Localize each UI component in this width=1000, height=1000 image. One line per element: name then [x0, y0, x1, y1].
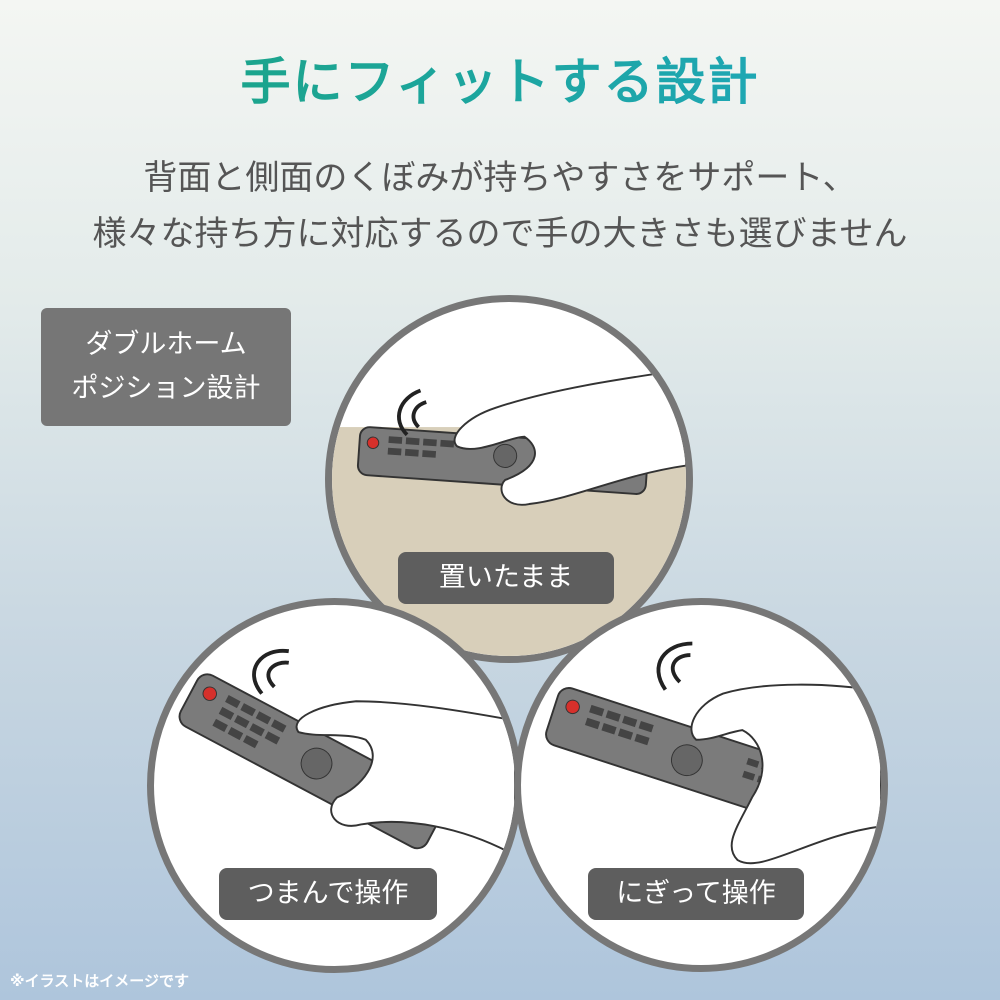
remote-grip-illustration — [545, 641, 881, 865]
footnote: ※イラストはイメージです — [10, 972, 189, 990]
page-title: 手にフィットする設計 — [0, 42, 1000, 114]
subtitle-line-2: 様々な持ち方に対応するので手の大きさも選びません — [92, 214, 908, 254]
grip-label-table: 置いたまま — [398, 552, 614, 604]
subtitle-line-1: 背面と側面のくぼみが持ちやすさをサポート、 — [143, 158, 857, 198]
remote-pinch-illustration — [178, 648, 515, 857]
grip-label-pinch: つまんで操作 — [219, 868, 437, 920]
badge-line-2: ポジション設計 — [71, 373, 261, 404]
grip-label-grip: にぎって操作 — [588, 868, 804, 920]
feature-badge: ダブルホーム ポジション設計 — [41, 308, 291, 426]
badge-line-1: ダブルホーム — [85, 329, 247, 360]
page-subtitle: 背面と側面のくぼみが持ちやすさをサポート、 様々な持ち方に対応するので手の大きさ… — [0, 150, 1000, 262]
